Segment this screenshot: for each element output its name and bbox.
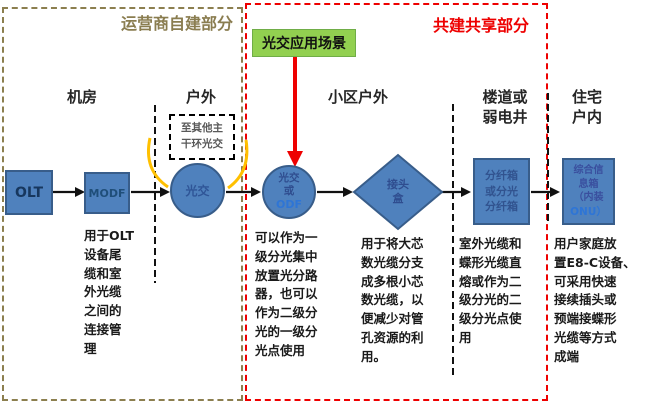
node-optical-cross-or-odf: 光交 或 ODF <box>262 165 316 219</box>
column-header-equipment-room: 机房 <box>66 88 97 106</box>
description-modf: 用于OLT 设备尾 缆和室 外光缆 之间的 连接管 理 <box>84 228 135 356</box>
node-odf-accent-label: ODF <box>276 198 302 212</box>
column-header-residential-indoor: 住宅 户内 <box>571 88 602 127</box>
node-fiber-distribution-box: 分纤箱 或分光 分纤箱 <box>473 158 530 225</box>
description-optical-cross-odf: 可以作为一 级分光集中 放置光分路 器，也可以 作为二级分 光的一级分 光点使用 <box>255 230 318 358</box>
node-olt-label: OLT <box>14 184 44 201</box>
callout-label: 光交应用场景 <box>252 29 356 57</box>
node-optical-cross: 光交 <box>170 163 225 218</box>
column-header-outdoor: 户外 <box>185 88 216 106</box>
node-optical-cross-or-odf-label: 光交 或 <box>278 172 300 198</box>
node-olt: OLT <box>5 170 53 215</box>
node-info-box: 综合信 息箱 （内装 ONU） <box>562 158 615 225</box>
region-shared-label: 共建共享部分 <box>432 16 529 35</box>
region-self-built-box <box>2 7 243 401</box>
note-box-other-trunk: 至其他主 干环光交 <box>169 114 235 160</box>
column-header-community-outdoor: 小区户外 <box>327 88 388 106</box>
node-onu-accent-label: ONU） <box>570 205 607 218</box>
column-header-corridor-well: 楼道或 弱电井 <box>482 88 528 127</box>
node-modf: MODF <box>84 172 130 214</box>
node-modf-label: MODF <box>88 186 126 200</box>
region-self-built-label: 运营商自建部分 <box>120 14 233 33</box>
description-joint-box: 用于将大芯 数光缆分支 成多根小芯 数光缆，以 便减少对管 孔资源的利 用。 <box>361 236 424 364</box>
node-joint-box-label: 接头 盒 <box>387 177 409 205</box>
description-info-box: 用户家庭放 置E8-C设备、 可采用快速 接续插头或 预端接蝶形 光缆等方式 成… <box>554 236 636 364</box>
node-info-box-label: 综合信 息箱 （内装 <box>573 165 604 204</box>
node-fiber-distribution-box-label: 分纤箱 或分光 分纤箱 <box>485 168 518 214</box>
node-optical-cross-label: 光交 <box>185 184 210 198</box>
description-fiber-box: 室外光缆和 蝶形光缆直 熔或作为二 级分光的二 级分光点使 用 <box>459 236 522 345</box>
